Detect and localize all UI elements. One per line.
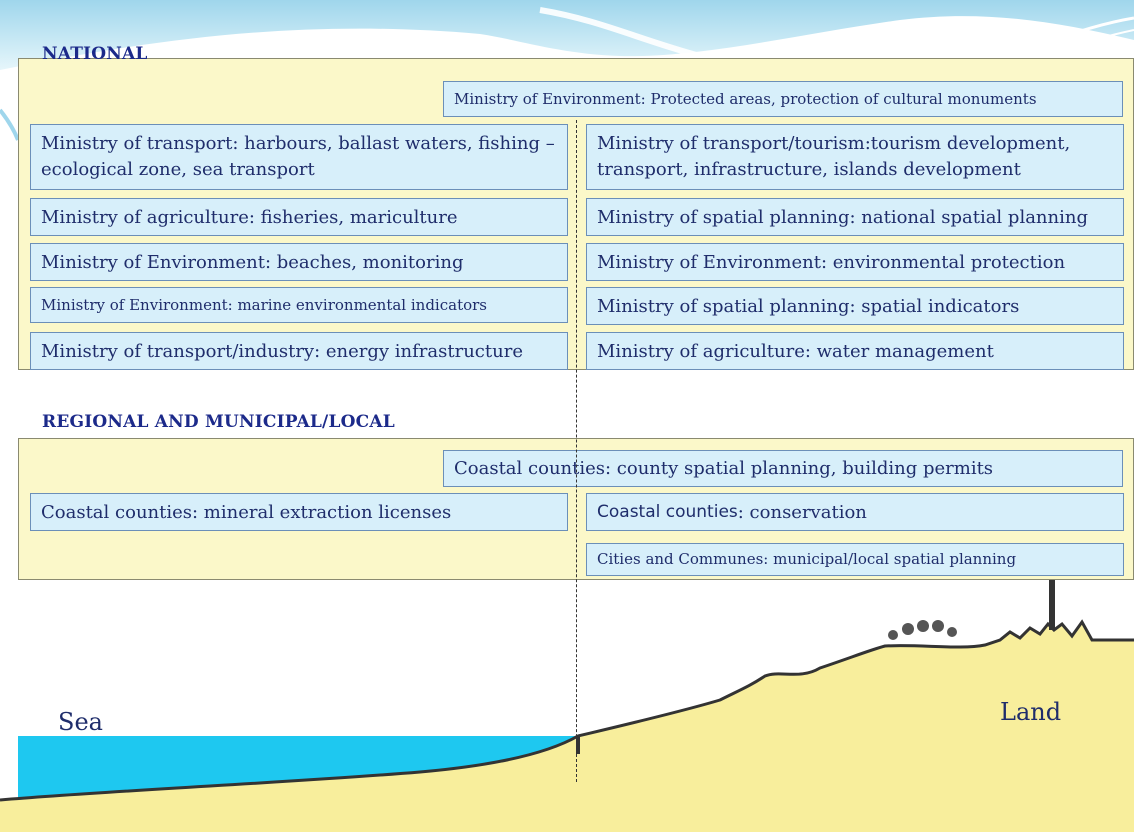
national-box-env-marine-indicators: Ministry of Environment: marine environm… xyxy=(30,287,568,323)
national-box-env-protection: Ministry of Environment: environmental p… xyxy=(586,243,1124,281)
regional-box-conservation: Coastal counties: conservation xyxy=(586,493,1124,531)
national-box-transport-energy: Ministry of transport/industry: energy i… xyxy=(30,332,568,370)
regional-box-cities-communes: Cities and Communes: municipal/local spa… xyxy=(586,543,1124,576)
trees-icon xyxy=(888,620,957,640)
conservation-prefix: Coastal counties xyxy=(597,501,738,522)
regional-title: REGIONAL AND MUNICIPAL/LOCAL xyxy=(42,412,395,432)
land-outline xyxy=(0,619,1134,802)
national-title: NATIONAL xyxy=(42,44,148,64)
national-box-spatial-national: Ministry of spatial planning: national s… xyxy=(586,198,1124,236)
sea-land-divider xyxy=(576,120,577,782)
national-box-agri-fisheries: Ministry of agriculture: fisheries, mari… xyxy=(30,198,568,236)
regional-box-county-planning: Coastal counties: county spatial plannin… xyxy=(443,450,1123,487)
sea-shape xyxy=(18,736,578,800)
conservation-suffix: : conservation xyxy=(737,501,867,523)
regional-box-mineral-licenses: Coastal counties: mineral extraction lic… xyxy=(30,493,568,531)
national-box-transport-harbours: Ministry of transport: harbours, ballast… xyxy=(30,124,568,190)
land-label: Land xyxy=(1000,698,1062,726)
sea-label: Sea xyxy=(58,708,103,736)
top-wave-banner xyxy=(0,0,1134,70)
land-shape xyxy=(0,622,1134,832)
national-box-transport-tourism: Ministry of transport/tourism:tourism de… xyxy=(586,124,1124,190)
national-box-env-beaches: Ministry of Environment: beaches, monito… xyxy=(30,243,568,281)
national-box-env-protected: Ministry of Environment: Protected areas… xyxy=(443,81,1123,117)
tower-icon xyxy=(1049,580,1055,630)
national-box-spatial-indicators: Ministry of spatial planning: spatial in… xyxy=(586,287,1124,325)
national-box-agri-water: Ministry of agriculture: water managemen… xyxy=(586,332,1124,370)
